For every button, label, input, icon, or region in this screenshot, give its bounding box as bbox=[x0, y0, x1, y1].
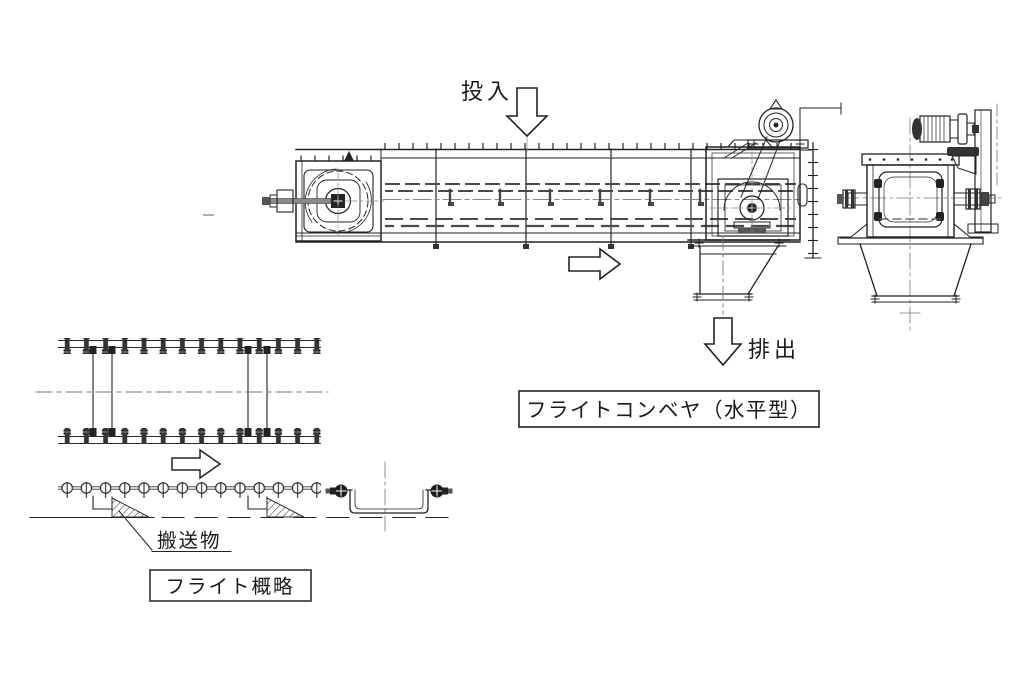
flight-bars bbox=[89, 346, 271, 436]
feed-arrow-icon bbox=[505, 87, 549, 138]
conveyor-end-view bbox=[837, 103, 1005, 333]
section-chain-roller bbox=[430, 484, 453, 498]
tail-take-up-assembly bbox=[262, 151, 387, 242]
material-label: 搬送物 bbox=[157, 529, 222, 552]
flight-plan-view bbox=[35, 338, 329, 444]
drive-head-assembly bbox=[705, 99, 842, 259]
flight-side-view bbox=[29, 448, 449, 519]
feed-label: 投入 bbox=[461, 80, 513, 105]
end-view-casing bbox=[861, 153, 960, 238]
material-pile bbox=[266, 497, 305, 518]
end-view-motor bbox=[912, 103, 999, 234]
discharge-label: 排出 bbox=[748, 338, 800, 363]
head-end-flange bbox=[799, 142, 822, 259]
discharge-annotation: 排出 bbox=[703, 317, 800, 367]
material-pile bbox=[111, 497, 150, 518]
material-annotation: 搬送物 bbox=[118, 510, 232, 552]
drive-motor bbox=[723, 99, 842, 159]
conveyor-side-view bbox=[262, 99, 842, 315]
trough-body bbox=[295, 143, 801, 249]
flight-section-view bbox=[325, 461, 453, 532]
main-caption: フライトコンベヤ（水平型） bbox=[526, 398, 812, 422]
flight-caption-box: フライト概略 bbox=[149, 569, 312, 602]
discharge-chute bbox=[687, 235, 791, 315]
flight-hooks bbox=[448, 188, 704, 206]
trough-seams bbox=[433, 148, 694, 249]
chain-hidden-lines bbox=[382, 183, 803, 228]
discharge-arrow-icon bbox=[703, 317, 743, 367]
end-view-funnel bbox=[837, 223, 984, 314]
feed-annotation: 投入 bbox=[461, 80, 549, 153]
main-caption-box: フライトコンベヤ（水平型） bbox=[518, 390, 820, 428]
take-up-shaft bbox=[262, 189, 332, 213]
flight-travel-arrow-icon bbox=[171, 448, 222, 480]
section-chain-roller bbox=[325, 484, 348, 498]
travel-direction-arrow-icon bbox=[568, 247, 622, 281]
end-view-shaft-bearings bbox=[837, 188, 996, 210]
flight-caption: フライト概略 bbox=[165, 575, 294, 598]
